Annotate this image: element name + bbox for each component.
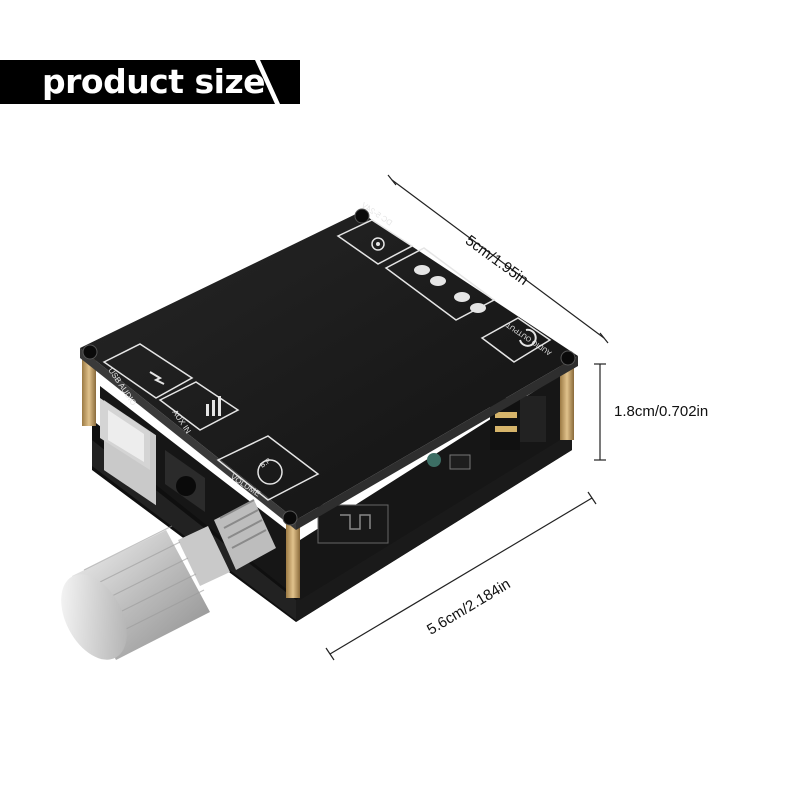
top-plate [80,212,578,530]
dimension-lines [325,174,609,661]
side-components [100,375,560,600]
banner-title: product size [42,62,266,101]
title-banner [0,60,300,104]
volume-knob [61,499,276,660]
printed-icons [149,237,537,485]
height-dimension-label: 1.8cm/0.702in [614,403,709,420]
length-dimension-line [329,497,593,655]
printed-labels [102,219,552,501]
standoff-posts [82,356,574,598]
width-dimension-line [391,179,605,339]
screw-heads [82,208,576,526]
